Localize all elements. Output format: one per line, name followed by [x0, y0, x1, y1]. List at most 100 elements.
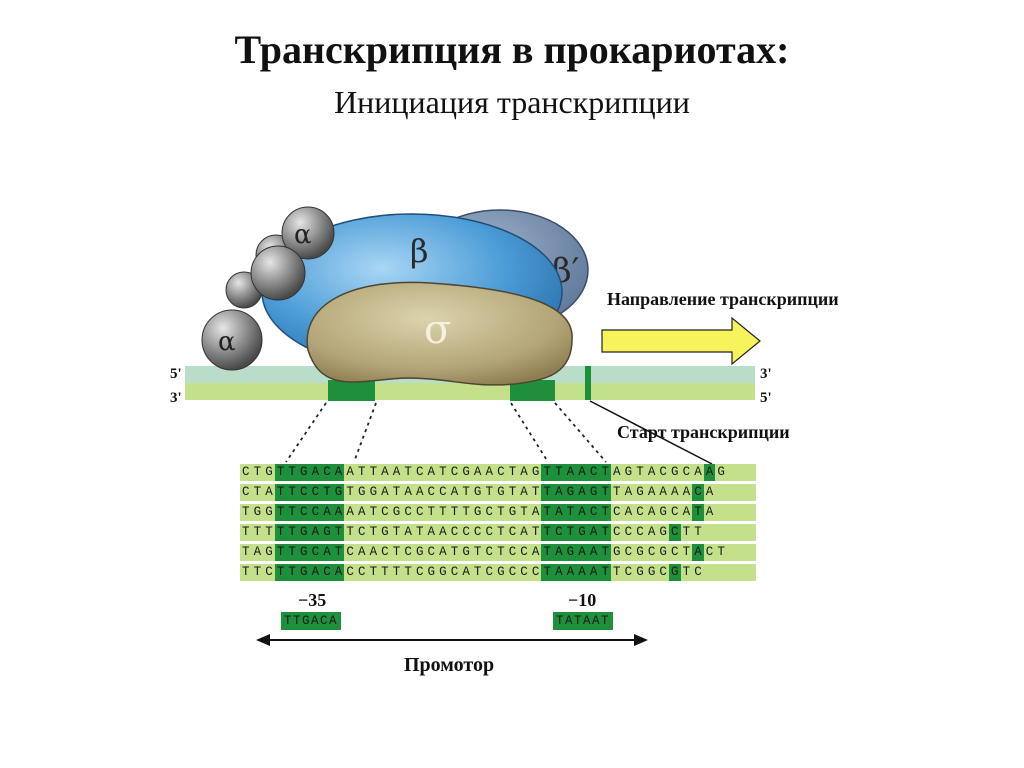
nucleotide: G — [497, 485, 505, 499]
nucleotide: G — [668, 564, 681, 581]
nucleotide: A — [576, 564, 588, 581]
nucleotide: A — [346, 465, 354, 479]
nucleotide: C — [462, 525, 470, 539]
nucleotide: G — [369, 485, 378, 499]
nucleotide: T — [286, 564, 298, 581]
nucleotide: T — [599, 464, 611, 481]
nucleotide: G — [636, 565, 644, 579]
nucleotide: C — [531, 565, 540, 579]
nucleotide: G — [671, 465, 679, 479]
nucleotide: T — [392, 485, 401, 499]
nucleotide: A — [309, 564, 322, 581]
alpha-ball-top — [281, 206, 335, 260]
nucleotide: T — [346, 485, 354, 499]
nucleotide: G — [297, 524, 310, 541]
nucleotide: A — [485, 465, 494, 479]
sigma-label: σ — [424, 307, 451, 353]
nucleotide: G — [576, 524, 588, 541]
nucleotide: A — [647, 525, 656, 539]
nucleotide: C — [404, 505, 412, 519]
nucleotide: A — [692, 544, 704, 561]
nucleotide: A — [253, 545, 262, 559]
nucleotide: T — [253, 565, 262, 579]
nucleotide: T — [541, 484, 554, 501]
minus35-consensus: TTGACA — [281, 612, 342, 630]
nucleotide: A — [404, 485, 412, 499]
nucleotide: C — [624, 525, 633, 539]
nucleotide: A — [346, 505, 354, 519]
nucleotide: C — [415, 505, 424, 519]
nucleotide: T — [321, 484, 333, 501]
nucleotide: T — [450, 545, 459, 559]
nucleotide: A — [531, 505, 540, 519]
nucleotide: G — [297, 544, 310, 561]
nucleotide: A — [520, 525, 528, 539]
nucleotide: T — [242, 545, 250, 559]
nucleotide: C — [309, 484, 322, 501]
nucleotide: C — [613, 525, 621, 539]
nucleotide: C — [659, 465, 667, 479]
nucleotide: G — [427, 565, 436, 579]
nucleotide: T — [404, 565, 412, 579]
nucleotide: G — [332, 484, 345, 501]
nucleotide: C — [636, 525, 644, 539]
nucleotide: G — [473, 505, 482, 519]
nucleotide: C — [415, 465, 424, 479]
dna-bottom-strand — [185, 383, 755, 400]
nucleotide: C — [427, 545, 436, 559]
nucleotide: T — [392, 525, 401, 539]
beta-label: β — [410, 232, 429, 270]
nucleotide: A — [357, 545, 366, 559]
nucleotide: G — [253, 505, 262, 519]
nucleotide: C — [381, 505, 389, 519]
nucleotide: T — [392, 565, 401, 579]
nucleotide: A — [682, 505, 691, 519]
nucleotide: T — [286, 464, 298, 481]
nucleotide: C — [439, 485, 447, 499]
nucleotide: T — [286, 504, 298, 521]
nucleotide: A — [564, 564, 577, 581]
nucleotide: A — [587, 564, 600, 581]
nucleotide: T — [274, 464, 287, 481]
nucleotide: G — [265, 465, 273, 479]
guide-35-right — [353, 402, 377, 463]
nucleotide: C — [587, 464, 600, 481]
nucleotide: A — [309, 524, 322, 541]
nucleotide: G — [531, 465, 540, 479]
promoter-label: Промотор — [404, 654, 494, 676]
nucleotide: T — [381, 565, 389, 579]
nucleotide: T — [564, 524, 577, 541]
nucleotide: A — [392, 465, 401, 479]
nucleotide: T — [541, 504, 554, 521]
nucleotide: G — [297, 564, 310, 581]
nucleotide: G — [636, 545, 644, 559]
nucleotide: T — [346, 525, 354, 539]
nucleotide: T — [599, 564, 611, 581]
nucleotide: A — [703, 464, 716, 481]
nucleotide: A — [647, 465, 656, 479]
nucleotide: C — [346, 565, 354, 579]
nucleotide: T — [439, 465, 447, 479]
minus10-consensus: TATAAT — [553, 612, 614, 630]
nucleotide: A — [671, 485, 679, 499]
nucleotide: A — [624, 505, 633, 519]
nucleotide: T — [508, 485, 517, 499]
nucleotide: C — [450, 525, 459, 539]
nucleotide: T — [694, 525, 702, 539]
nucleotide: A — [553, 564, 565, 581]
nucleotide: G — [508, 505, 517, 519]
nucleotide: G — [717, 465, 725, 479]
nucleotide: A — [404, 525, 412, 539]
nucleotide: T — [473, 545, 482, 559]
alpha-top-label: α — [294, 220, 312, 250]
nucleotide: G — [659, 505, 667, 519]
nucleotide: T — [357, 465, 366, 479]
nucleotide: G — [381, 525, 389, 539]
nucleotide: A — [381, 465, 389, 479]
nucleotide: C — [265, 565, 273, 579]
